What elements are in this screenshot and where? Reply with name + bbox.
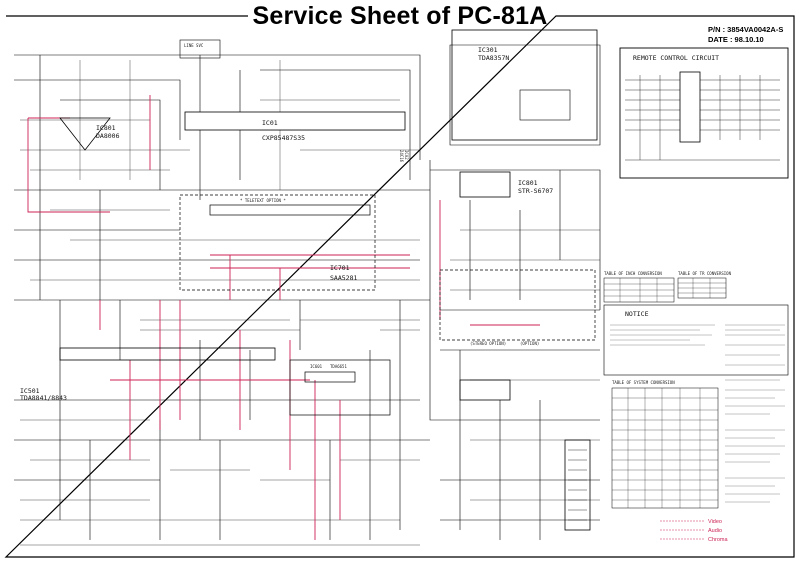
notice-box: NOTICE: [603, 304, 789, 376]
ic601-label: IC601: [310, 364, 323, 369]
line-svc-box: LINE SVC: [179, 39, 221, 59]
ic601-part: TDA6651: [330, 364, 347, 369]
ic801-part: DA8006: [96, 132, 120, 140]
sheet-border: [4, 15, 795, 558]
ic01-block: IC01 CXP85487S35 IC02 24C16: [184, 111, 409, 163]
notice-label: NOTICE: [625, 310, 649, 318]
legend-chroma: Chroma: [708, 537, 729, 543]
system-conversion-table: TABLE OF SYSTEM CONVERSION: [611, 380, 719, 509]
ic01-part: CXP85487S35: [262, 134, 305, 142]
part-number: P/N : 3854VA0042A-S: [708, 25, 784, 34]
ic701-part: SAA5281: [330, 274, 357, 282]
legend-video: Video: [708, 519, 722, 525]
ic801b-label: IC801: [518, 179, 538, 187]
table-inch-label: TABLE OF INCH CONVERSION: [604, 271, 662, 276]
connector-block: [564, 439, 591, 531]
teletext-label: * TELETEXT OPTION *: [240, 198, 286, 203]
signal-traces: [27, 95, 540, 540]
line-svc-label: LINE SVC: [184, 43, 204, 48]
ic801b-part: STR-S6707: [518, 187, 553, 195]
table-tr-label: TABLE OF TR CONVERSION: [678, 271, 732, 276]
lower-ic-block: [459, 379, 511, 401]
sheet-title: Service Sheet of PC-81A: [0, 2, 800, 31]
ic701-label: IC701: [330, 264, 350, 272]
ic801-block: IC801 DA8006: [59, 117, 120, 151]
ic301-label: IC301: [478, 46, 498, 54]
ic501-block: IC501 TDA8841/8843: [20, 347, 276, 402]
ic601-block: IC601 TDA6651: [289, 359, 391, 416]
ic501-part: TDA8841/8843: [20, 394, 67, 402]
ic801-power-block: IC801 STR-S6707: [459, 171, 553, 198]
table-system-label: TABLE OF SYSTEM CONVERSION: [612, 380, 675, 385]
option-label: (OPTION): [520, 341, 539, 346]
ic501-label: IC501: [20, 387, 40, 395]
notes-column: [725, 379, 785, 503]
remote-control-label: REMOTE CONTROL CIRCUIT: [633, 54, 719, 62]
ic301-part: TDA8357N: [478, 54, 509, 62]
fine-wiring: [20, 60, 600, 546]
wiring: [14, 44, 601, 540]
ic01-label: IC01: [262, 119, 278, 127]
remote-control-circuit: REMOTE CONTROL CIRCUIT: [619, 47, 789, 179]
stereo-option-box: (STEREO OPTION) (OPTION): [439, 269, 596, 346]
inch-conversion-table: TABLE OF INCH CONVERSION: [603, 271, 675, 303]
ic02-part: 24C16: [399, 150, 404, 163]
ic02-label: IC02: [404, 150, 409, 160]
legend-audio: Audio: [708, 528, 722, 534]
sheet-date: DATE : 98.10.10: [708, 35, 764, 44]
ic801-label: IC801: [96, 124, 116, 132]
teletext-option-box: * TELETEXT OPTION * IC701 SAA5281: [179, 194, 376, 291]
stereo-option-label: (STEREO OPTION): [470, 341, 506, 346]
ic301-amp-block: IC301 TDA8357N: [451, 29, 598, 141]
tr-conversion-table: TABLE OF TR CONVERSION: [677, 271, 732, 299]
signal-legend: Video Audio Chroma: [660, 519, 729, 543]
sheet-meta: P/N : 3854VA0042A-S DATE : 98.10.10: [708, 25, 783, 45]
